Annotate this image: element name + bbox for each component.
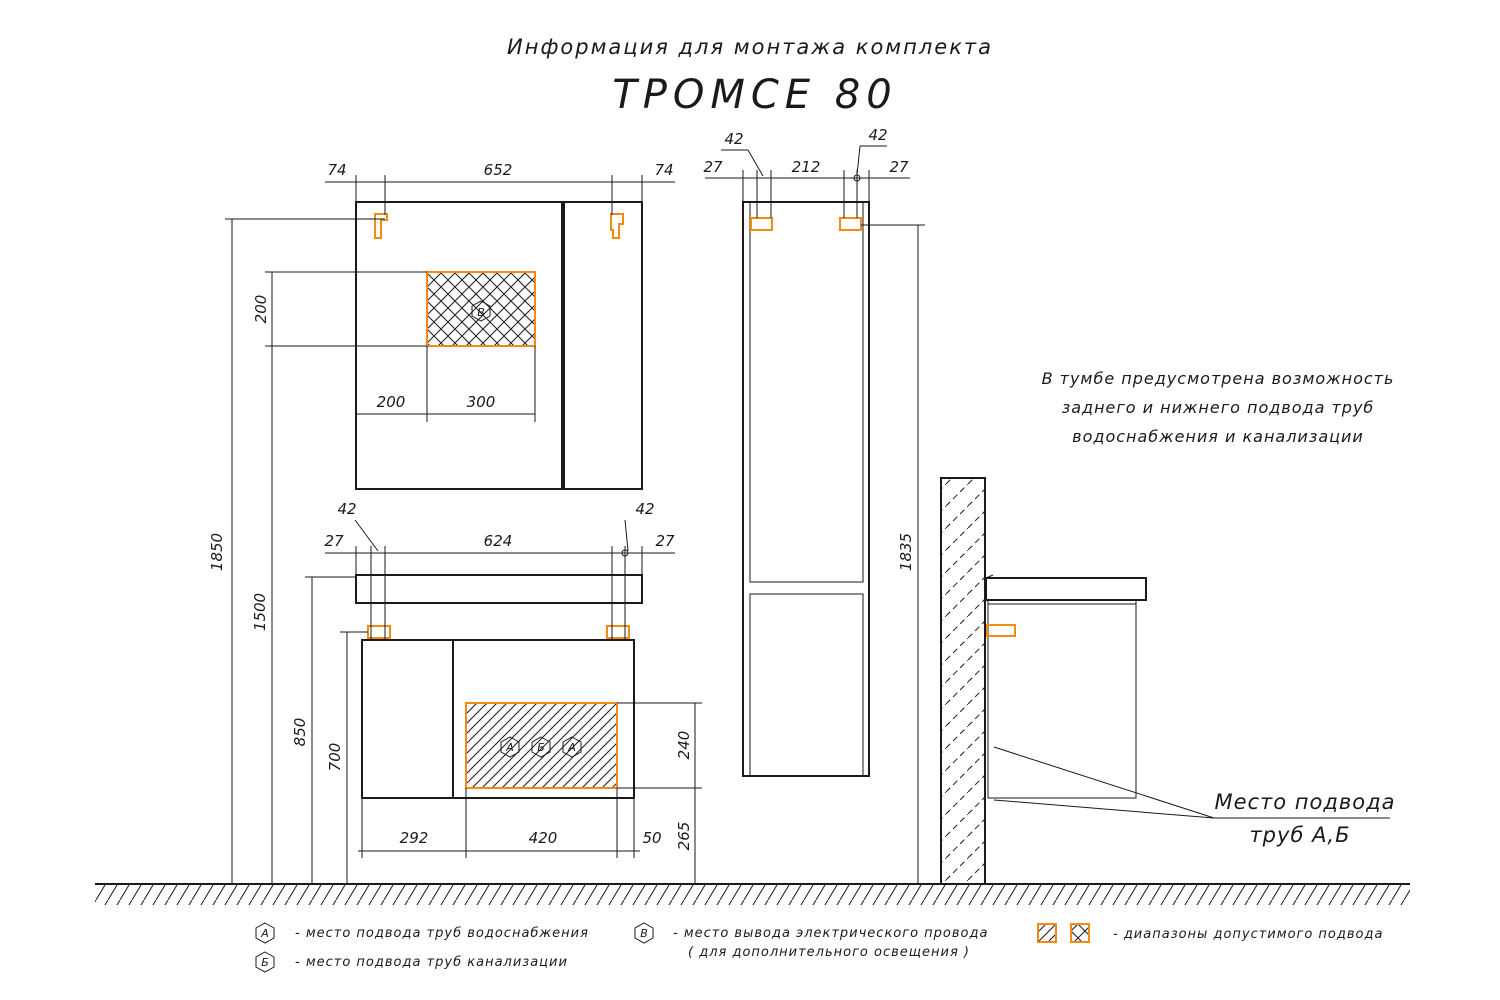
dim-vanity-left-27: 27 [324, 532, 344, 550]
dim-tall-height: 1835 [897, 533, 915, 571]
dim-tall-width: 212 [792, 158, 821, 176]
side-bracket [986, 624, 1016, 637]
dim-vanity-50: 50 [642, 829, 661, 847]
title-name: ТРОМСЕ 80 [612, 72, 897, 118]
dim-mirror-offset: 200 [377, 393, 406, 411]
dim-vanity-left-42: 42 [337, 500, 356, 518]
tall-bracket-left [750, 217, 773, 231]
dim-tall-right-42: 42 [868, 126, 887, 144]
legend-a-symbol: А [260, 927, 269, 940]
note-line2: заднего и нижнего подвода труб [1062, 398, 1375, 417]
dim-mirror-width: 652 [484, 161, 513, 179]
legend-cross-swatch [1070, 923, 1090, 943]
legend-diagonal-swatch [1037, 923, 1057, 943]
zone-marker-a2: А [567, 741, 576, 754]
zone-marker-v: В [477, 306, 485, 319]
legend: А - место подвода труб водоснабжения Б -… [255, 922, 1383, 973]
zone-marker-b: Б [537, 741, 545, 754]
dim-vanity-420: 420 [529, 829, 558, 847]
legend-v-text: - место вывода электрического провода [673, 926, 988, 941]
side-view: Место подвода труб А,Б [940, 477, 1395, 885]
tall-bracket-right [839, 217, 862, 231]
legend-b-text: - место подвода труб канализации [295, 955, 568, 970]
legend-v-text2: ( для дополнительного освещения ) [688, 945, 970, 960]
dim-vanity-265: 265 [675, 822, 693, 851]
vanity-unit: А Б А 27 42 624 42 27 292 420 50 [291, 500, 702, 884]
hanger-bracket-left [374, 213, 388, 239]
note-line1: В тумбе предусмотрена возможность [1042, 369, 1395, 388]
dim-tall-left-42: 42 [724, 130, 743, 148]
height-dimensions: 1850 1500 [208, 218, 385, 884]
dim-height-1850: 1850 [208, 533, 226, 571]
dim-vanity-right-27: 27 [655, 532, 675, 550]
legend-v-symbol: В [640, 927, 648, 940]
dim-vanity-292: 292 [400, 829, 429, 847]
legend-b-symbol: Б [261, 956, 269, 969]
note-line3: водоснабжения и канализации [1072, 427, 1364, 446]
dim-vanity-width: 624 [484, 532, 513, 550]
zone-marker-a1: А [505, 741, 514, 754]
hanger-bracket-right [610, 213, 624, 239]
dim-mirror-left: 74 [327, 161, 346, 179]
callout-line1: Место подвода [1214, 790, 1395, 814]
vanity-zone-markers: А Б А [500, 736, 582, 758]
floor [95, 883, 1410, 905]
dim-height-1500: 1500 [251, 593, 269, 631]
dim-vanity-right-42: 42 [635, 500, 654, 518]
title-subtitle: Информация для монтажа комплекта [507, 35, 993, 59]
vanity-bracket-right [606, 625, 630, 639]
dim-vanity-850: 850 [291, 718, 309, 747]
mirror-cabinet: В 74 652 74 200 200 300 [252, 161, 675, 490]
dim-mirror-right: 74 [654, 161, 673, 179]
legend-a-text: - место подвода труб водоснабжения [295, 926, 589, 941]
legend-range-text: - диапазоны допустимого подвода [1113, 927, 1383, 942]
dim-tall-left-27: 27 [703, 158, 723, 176]
dim-mirror-zone-width: 300 [467, 393, 496, 411]
callout-line2: труб А,Б [1249, 823, 1350, 847]
dim-tall-right-27: 27 [889, 158, 909, 176]
dim-vanity-240: 240 [675, 731, 693, 760]
tall-cabinet: 42 27 212 42 27 1835 [703, 126, 925, 884]
installation-note: В тумбе предусмотрена возможность заднег… [1042, 369, 1395, 446]
dim-mirror-height: 200 [252, 295, 270, 324]
dim-vanity-700: 700 [326, 743, 344, 772]
